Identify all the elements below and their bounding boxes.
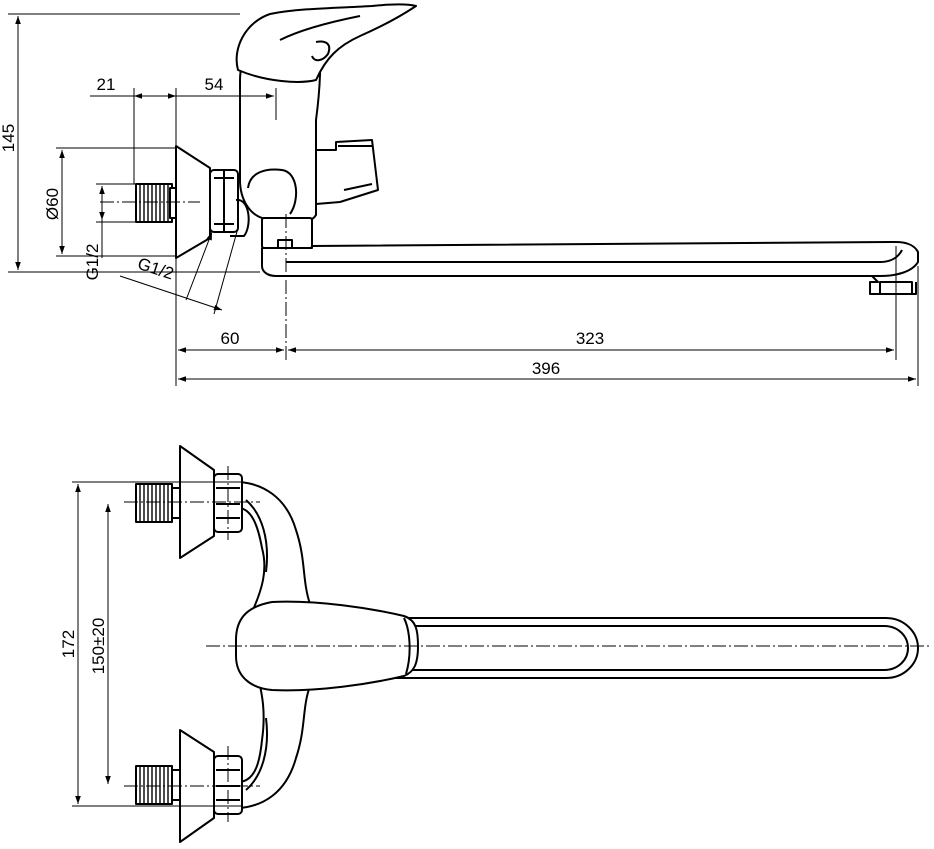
dim-outer-172: 172 <box>59 630 78 658</box>
dim-height-145: 145 <box>0 124 18 152</box>
threaded-inlet <box>135 183 177 223</box>
dim-center-150: 150±20 <box>89 618 108 675</box>
dim-spout-reach-323: 323 <box>576 329 604 348</box>
dim-spout-axis-60: 60 <box>221 329 240 348</box>
dim-body-offset-54: 54 <box>205 75 224 94</box>
dim-wall-offset-21: 21 <box>97 75 116 94</box>
dim-flange-diameter: Ø60 <box>43 188 62 220</box>
top-view: 172 150±20 <box>59 445 930 843</box>
dim-thread-g12-diagonal: G1/2 <box>135 254 176 283</box>
flange-bottom <box>135 729 243 843</box>
dim-thread-g12-vertical: G1/2 <box>83 244 102 281</box>
dim-total-length-396: 396 <box>532 359 560 378</box>
spout-top <box>359 617 919 679</box>
lever-handle <box>235 3 417 83</box>
spout <box>261 217 919 295</box>
side-view: 145 21 54 Ø60 G1/2 G1/2 60 323 396 <box>0 3 919 386</box>
eccentric-nut <box>209 169 250 237</box>
